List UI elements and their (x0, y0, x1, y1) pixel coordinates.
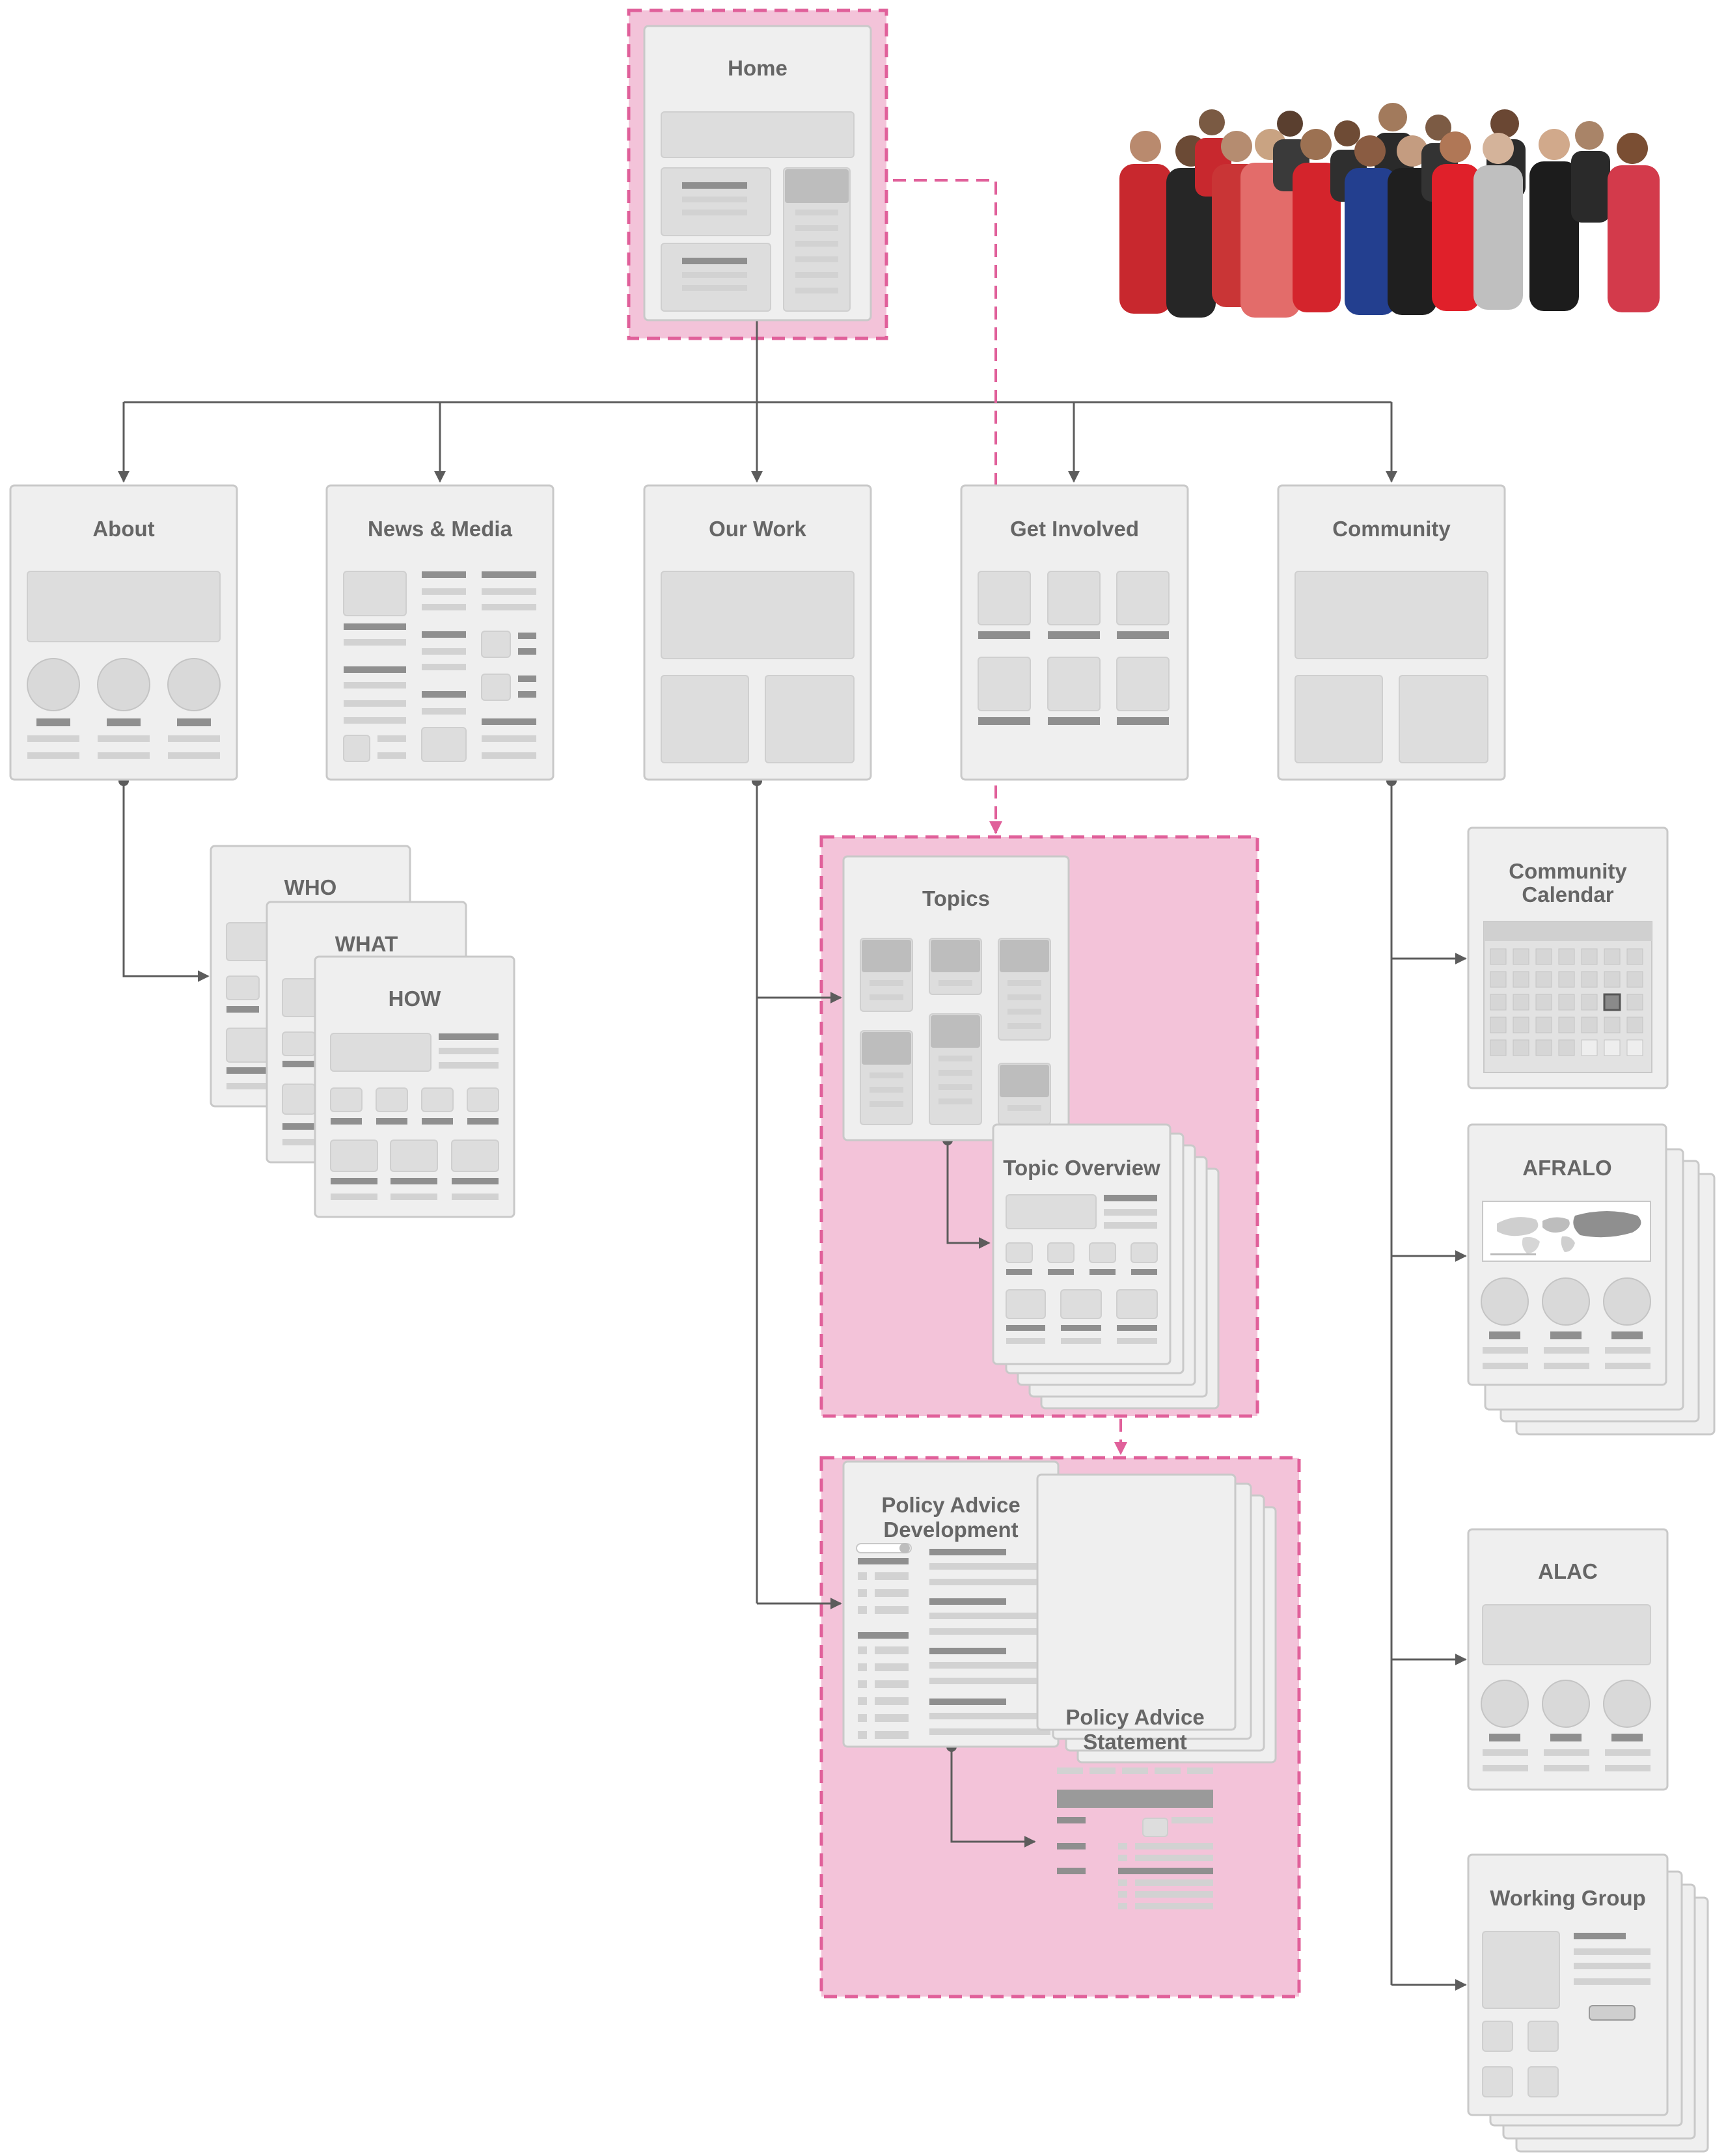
calendar-day-cell (1513, 948, 1529, 965)
calendar-day-cell (1535, 971, 1552, 988)
calendar-day-cell (1581, 948, 1598, 965)
calendar-day-cell (1535, 994, 1552, 1011)
community-calendar-page-node: Community Calendar (1467, 826, 1669, 1089)
topic-overview-page-node: Topic Overview (992, 1123, 1220, 1410)
calendar-day-cell (1490, 994, 1507, 1011)
calendar-day-cell (1581, 994, 1598, 1011)
calendar-day-cell (1558, 1017, 1575, 1033)
alac-page-node: ALAC (1467, 1528, 1669, 1791)
calendar-day-cell (1626, 971, 1643, 988)
policy-advice-development-title-line1: Policy Advice (881, 1493, 1020, 1517)
calendar-day-cell (1604, 948, 1621, 965)
calendar-day-cell (1626, 994, 1643, 1011)
calendar-day-cell (1558, 971, 1575, 988)
calendar-day-cell (1581, 971, 1598, 988)
calendar-day-cell (1558, 994, 1575, 1011)
afralo-page-node: AFRALO (1467, 1123, 1716, 1436)
calendar-day-cell (1604, 1017, 1621, 1033)
about-page-node: About (9, 484, 238, 781)
working-group-title: Working Group (1490, 1886, 1646, 1910)
calendar-day-cell (1581, 1039, 1598, 1056)
policy-advice-statement-line2: Statement (1083, 1730, 1187, 1754)
calendar-day-cell (1490, 971, 1507, 988)
calendar-day-cell (1490, 1039, 1507, 1056)
community-calendar-title-line2: Calendar (1522, 882, 1613, 907)
calendar-day-cell (1626, 1039, 1643, 1056)
topic-overview-title: Topic Overview (1003, 1156, 1160, 1180)
calendar-grid (1490, 948, 1643, 1056)
calendar-day-cell (1513, 994, 1529, 1011)
calendar-day-cell (1490, 1017, 1507, 1033)
calendar-day-cell (1535, 948, 1552, 965)
policy-advice-development-page-node: Policy Advice Development (842, 1460, 1060, 1748)
calendar-day-cell (1626, 1017, 1643, 1033)
calendar-day-cell (1558, 1039, 1575, 1056)
working-group-page-node: Working Group (1467, 1853, 1709, 2153)
connectors (118, 179, 1467, 1991)
calendar-day-cell (1535, 1039, 1552, 1056)
how-title: HOW (389, 987, 442, 1011)
calendar-day-cell (1535, 1017, 1552, 1033)
calendar-day-cell (1513, 1017, 1529, 1033)
home-page-node: Home (643, 25, 872, 321)
get-involved-title: Get Involved (1010, 517, 1139, 541)
topics-page-node: Topics (842, 855, 1070, 1141)
calendar-day-cell (1604, 971, 1621, 988)
calendar-day-cell (1513, 1039, 1529, 1056)
calendar-day-cell (1581, 1017, 1598, 1033)
calendar-day-cell (1558, 948, 1575, 965)
news-media-title: News & Media (368, 517, 513, 541)
community-calendar-title-line1: Community (1509, 859, 1627, 883)
afralo-title: AFRALO (1522, 1156, 1611, 1180)
what-title: WHAT (335, 932, 398, 956)
calendar-day-cell (1604, 1039, 1621, 1056)
community-page-node: Community (1277, 484, 1506, 781)
policy-advice-development-title-line2: Development (883, 1518, 1018, 1542)
who-title: WHO (284, 875, 337, 899)
calendar-day-cell (1490, 948, 1507, 965)
our-work-title: Our Work (709, 517, 806, 541)
community-title: Community (1332, 517, 1451, 541)
how-page-node: HOW (314, 955, 515, 1218)
policy-advice-statement-page-node: Policy Advice Policy Advice Statement (1036, 1473, 1277, 1909)
policy-advice-statement-line1: Policy Advice (1065, 1705, 1204, 1729)
alac-title: ALAC (1538, 1559, 1598, 1583)
about-title: About (92, 517, 154, 541)
get-involved-page-node: Get Involved (960, 484, 1189, 781)
home-title: Home (728, 56, 788, 80)
calendar-day-cell (1513, 971, 1529, 988)
group-photo (1100, 103, 1673, 390)
calendar-day-cell (1603, 993, 1621, 1011)
topics-title: Topics (922, 886, 990, 910)
our-work-page-node: Our Work (643, 484, 872, 781)
news-media-page-node: News & Media (325, 484, 555, 781)
calendar-day-cell (1626, 948, 1643, 965)
